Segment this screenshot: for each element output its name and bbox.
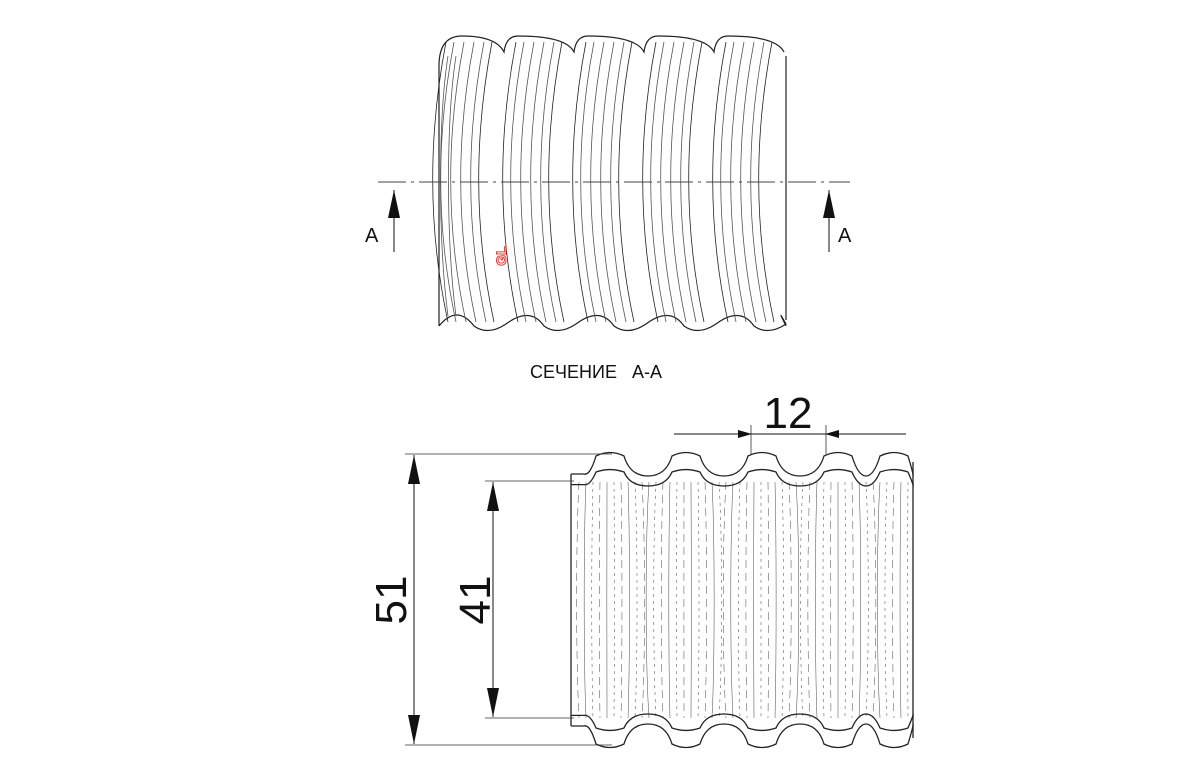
rib-line (750, 41, 767, 323)
section-hatch-line (722, 481, 727, 719)
rib-line (680, 41, 697, 323)
rib-line (432, 41, 449, 323)
section-hatch-line (815, 481, 818, 719)
section-hatch-line (781, 481, 784, 719)
section-hatch-line (822, 481, 825, 719)
rib-line (590, 41, 607, 323)
dimension-outer-diameter (405, 453, 612, 746)
section-hatch-line (583, 481, 587, 719)
section-hatch-line (865, 481, 869, 719)
section-hatch-line (634, 481, 638, 719)
rib-line (580, 41, 597, 323)
section-hatch-line (627, 481, 630, 719)
section-hatch-line (858, 481, 862, 719)
rib-line (460, 41, 477, 323)
section-hatch-line (645, 481, 650, 719)
rib-line (720, 41, 737, 323)
section-hatch-line (877, 481, 881, 719)
section-mark-left: A (365, 225, 379, 247)
section-arrow-left (388, 190, 400, 252)
section-hatch-line (807, 481, 811, 719)
section-hatch-line (800, 481, 804, 719)
rib-line (448, 55, 457, 317)
rib-line (470, 41, 487, 323)
section-inner-top (571, 468, 914, 487)
rib-line (618, 41, 635, 323)
brand-logo: GL (493, 245, 510, 266)
section-hatch-line (851, 481, 854, 719)
tube-section-view (570, 451, 914, 749)
section-hatch-line (576, 481, 580, 719)
section-hatch-line (704, 481, 707, 719)
section-hatch-line (884, 481, 888, 719)
rib-line (478, 41, 495, 323)
section-hatch-line (641, 481, 645, 719)
brand-logo-text: GL (493, 246, 509, 266)
section-hatch-line (844, 481, 846, 719)
section-hatch-line (753, 481, 755, 719)
section-hatch-line (892, 481, 895, 719)
section-hatch-line (788, 481, 792, 719)
section-hatch-line (676, 481, 678, 719)
section-hatch-line (711, 481, 715, 719)
rib-line (670, 41, 687, 323)
rib-line (758, 41, 775, 323)
rib-line (540, 41, 557, 323)
dimension-pitch (674, 425, 906, 454)
section-hatch-line (795, 481, 800, 719)
dimension-pitch-value: 12 (764, 389, 813, 438)
section-arrow-right (823, 190, 835, 252)
section-hatch-line (620, 481, 623, 719)
section-hatch-line (899, 481, 902, 719)
rib-line (440, 55, 449, 317)
section-outer-top (571, 451, 914, 477)
rib-line (510, 41, 527, 323)
section-title: СЕЧЕНИЕ А-А (530, 362, 662, 382)
section-hatch-line (774, 481, 777, 719)
rib-line (450, 41, 467, 323)
section-hatch-line (668, 481, 671, 719)
rib-line (740, 41, 757, 323)
rib-line (610, 41, 627, 323)
rib-line (660, 41, 677, 323)
rib-line (502, 41, 519, 323)
rib-line (572, 41, 589, 323)
section-hatch-line (730, 481, 734, 719)
section-inner-bottom (571, 713, 914, 732)
rib-line (688, 41, 705, 323)
rib-line (642, 41, 659, 323)
section-hatch-line (745, 481, 748, 719)
section-hatch-line (718, 481, 722, 719)
rib-line (650, 41, 667, 323)
section-hatch-line (653, 481, 657, 719)
dimension-inner-diameter (485, 480, 574, 719)
section-hatch-line (697, 481, 700, 719)
dimension-inner-diameter-value: 41 (451, 576, 500, 625)
section-hatch-line (872, 481, 877, 719)
dimension-outer-diameter-value: 51 (367, 576, 416, 625)
rib-line (712, 41, 729, 323)
rib-line (530, 41, 547, 323)
tube-top-edge (438, 35, 785, 67)
section-hatch-line (767, 481, 769, 719)
rib-line (730, 41, 747, 323)
section-hatch-line (591, 481, 594, 719)
rib-line (600, 41, 617, 323)
section-hatch-line (738, 481, 741, 719)
tube-external-view (432, 35, 787, 332)
section-hatch-line (660, 481, 664, 719)
section-hatch-line (599, 481, 601, 719)
section-mark-right: A (838, 225, 852, 247)
section-outer-bottom (571, 723, 914, 749)
rib-line (548, 41, 565, 323)
rib-line (520, 41, 537, 323)
tube-bottom-edge (438, 314, 787, 332)
